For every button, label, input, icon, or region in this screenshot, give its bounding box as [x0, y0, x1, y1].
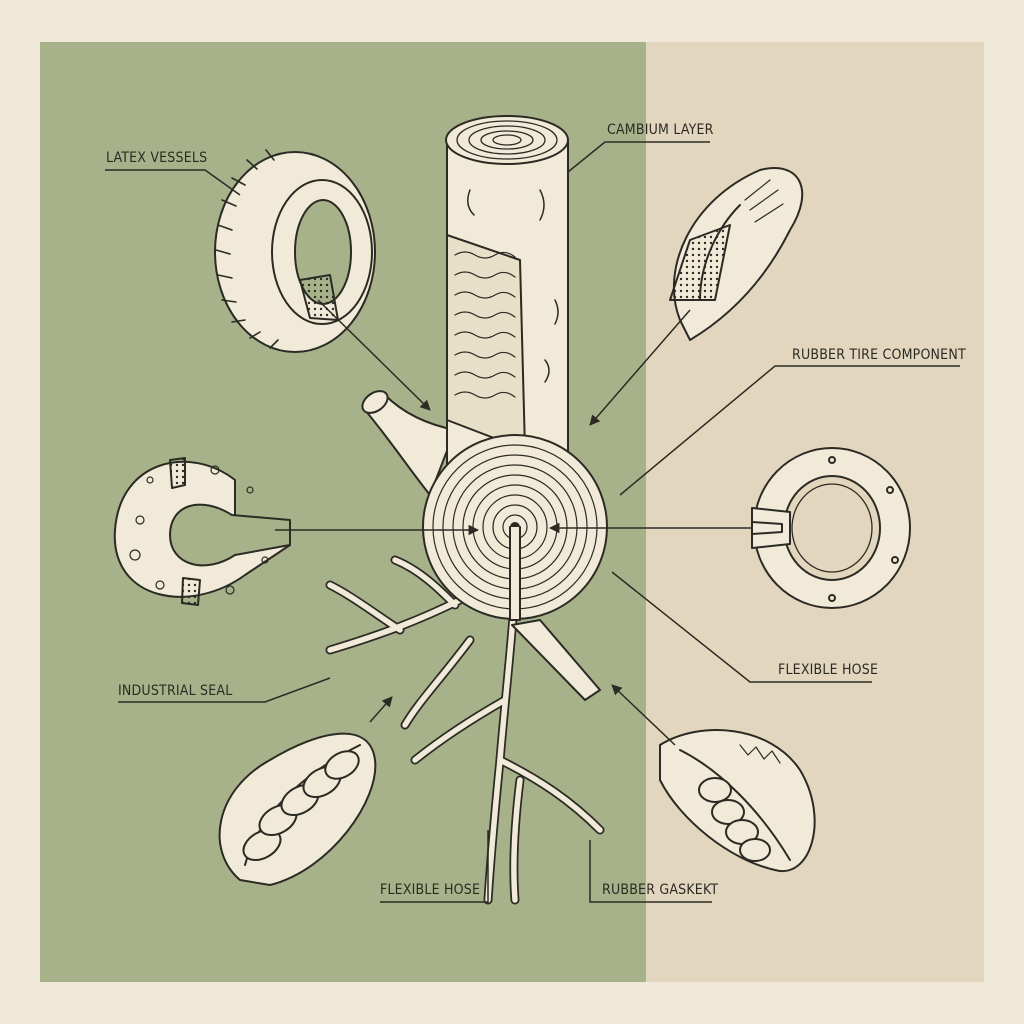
label-rubber-gasket: RUBBER GASKEKT: [602, 882, 719, 898]
arrow-pod-right: [611, 684, 676, 746]
seed-pod-bottom-left: [218, 732, 377, 886]
seed-pod-top: [669, 167, 804, 341]
leader-rubber-gasket: [589, 840, 712, 903]
label-flexible-hose-right: FLEXIBLE HOSE: [778, 662, 879, 678]
leader-latex-vessels: [105, 169, 241, 196]
label-flexible-hose-bottom: FLEXIBLE HOSE: [380, 882, 481, 898]
label-industrial-seal: INDUSTRIAL SEAL: [118, 683, 233, 699]
arrow-pod-to-trunk: [589, 309, 691, 426]
tree-trunk: [445, 115, 569, 501]
arrow-pod-left: [369, 696, 393, 723]
arrow-tire-to-branch: [317, 299, 431, 411]
trunk-cross-section: [422, 434, 608, 621]
gasket-illustration: [751, 447, 911, 609]
leader-industrial-seal: [118, 677, 331, 703]
leader-cambium-layer: [567, 141, 710, 173]
leader-flexible-hose-bottom: [380, 830, 489, 903]
tapping-knife: [511, 619, 601, 701]
leader-rubber-tire: [619, 365, 960, 496]
leader-flexible-hose-right: [611, 571, 872, 683]
label-latex-vessels: LATEX VESSELS: [106, 150, 208, 166]
label-rubber-tire-component: RUBBER TIRE COMPONENT: [792, 347, 966, 363]
industrial-seal-illustration: [113, 457, 291, 606]
seed-pod-bottom-right: [659, 729, 816, 873]
tire-illustration: [214, 149, 376, 353]
label-cambium-layer: CAMBIUM LAYER: [607, 122, 714, 138]
